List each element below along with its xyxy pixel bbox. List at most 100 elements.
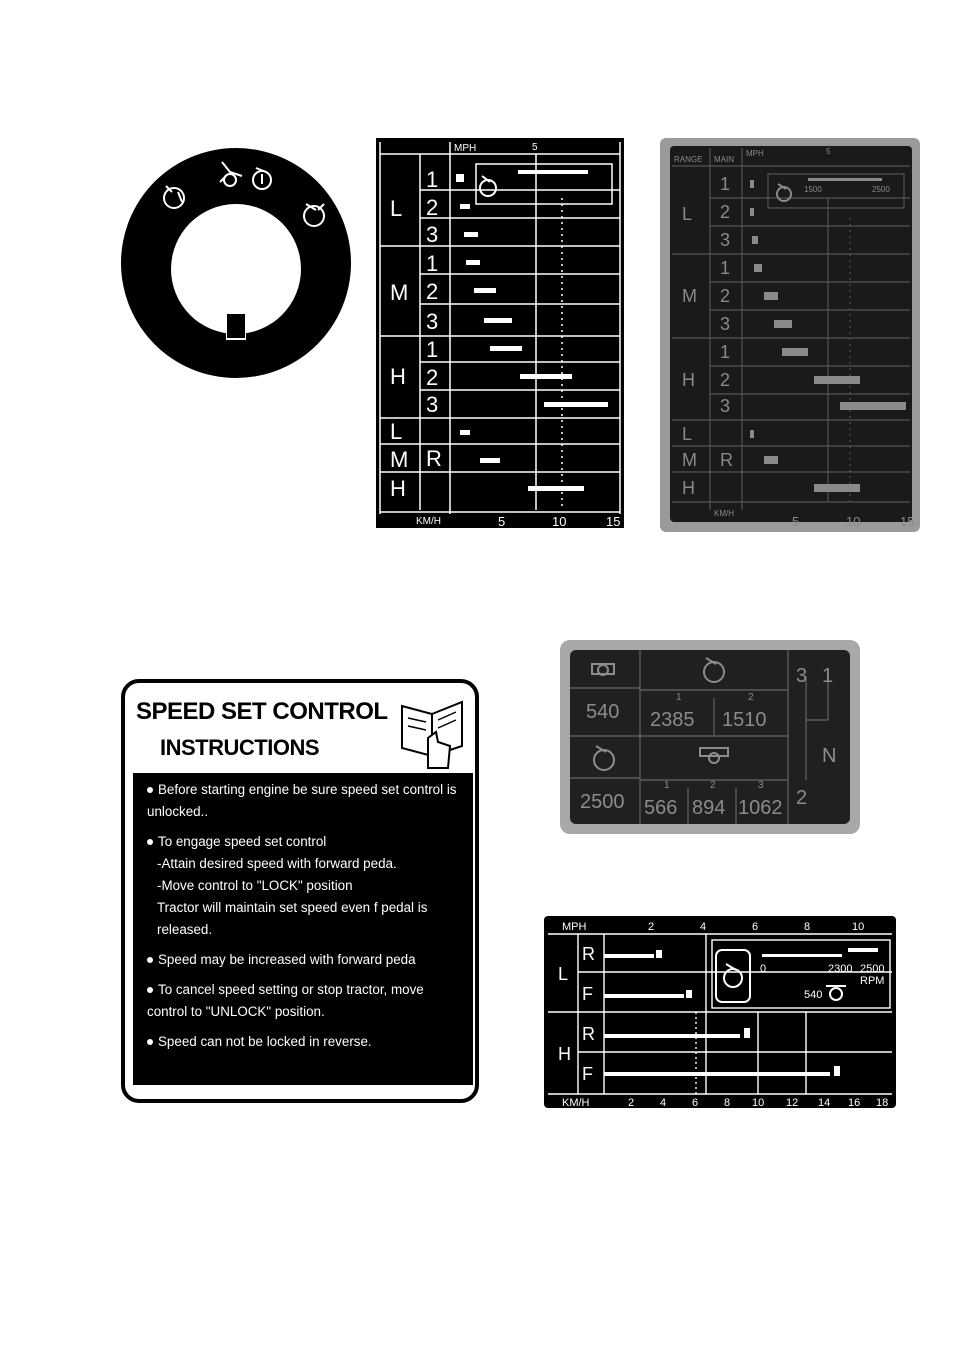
kmh-label: KM/H — [562, 1097, 590, 1108]
kmh-tick: 10 — [552, 514, 566, 528]
instruction-item: To engage speed set control — [147, 831, 463, 853]
gear-3-label: 3 — [426, 222, 438, 247]
instructions-body: Before starting engine be sure speed set… — [133, 773, 473, 1085]
kmh-label: KM/H — [416, 516, 441, 527]
manual-hand-icon — [401, 700, 463, 769]
rpm-zero: 0 — [760, 963, 766, 975]
title-line-1: SPEED SET CONTROL — [136, 698, 388, 725]
pto-icon — [591, 663, 615, 676]
tractor-icon — [219, 161, 243, 187]
rpm-a: 2300 — [828, 963, 852, 975]
gear-1-label: 1 — [426, 337, 438, 362]
shift-label: 2 — [796, 787, 807, 809]
instruction-item: Speed may be increased with forward peda — [147, 949, 463, 971]
instruction-sub-item: -Move control to "LOCK" position — [157, 878, 353, 893]
pto-icon — [826, 985, 846, 1001]
mph-tick: 5 — [826, 147, 831, 156]
kmh-tick: 4 — [660, 1097, 666, 1108]
engine-speed-high-icon — [303, 203, 325, 227]
range-label: L — [390, 419, 402, 444]
pto-rpm: 540 — [586, 701, 619, 723]
engine-icon — [776, 183, 792, 202]
kmh-tick: 6 — [692, 1097, 698, 1108]
engine-speed-mid-icon — [252, 167, 272, 190]
range-label: L — [390, 196, 402, 221]
reverse-label: R — [720, 450, 733, 470]
instruction-sub-item: -Attain desired speed with forward peda. — [157, 856, 397, 871]
engine-icon — [715, 949, 751, 1003]
rpm-unit: RPM — [860, 975, 884, 987]
kmh-tick: 12 — [786, 1097, 798, 1108]
range-label: L — [682, 424, 692, 444]
dir-label: F — [582, 984, 593, 1004]
pto-value: 2385 — [650, 709, 695, 731]
rpm-box — [711, 939, 891, 1009]
engine-icon — [703, 657, 725, 683]
instruction-item: Speed can not be locked in reverse. — [147, 1031, 463, 1053]
gear-3-label: 3 — [426, 309, 438, 334]
mph-tick: 10 — [852, 921, 864, 933]
card-title: SPEED SET CONTROL INSTRUCTIONS — [136, 694, 388, 766]
mph-label: MPH — [454, 143, 476, 154]
mph-label: MPH — [746, 149, 764, 158]
engine-icon — [479, 175, 497, 197]
rpm-box — [475, 163, 613, 205]
dir-label: R — [582, 944, 595, 964]
gear-1-label: 1 — [426, 167, 438, 192]
mph-tick: 8 — [804, 921, 810, 933]
kmh-tick: 15 — [900, 514, 914, 529]
gear-2-label: 2 — [720, 370, 730, 390]
range-label: H — [682, 370, 695, 390]
range-label: H — [558, 1044, 571, 1064]
gear-2-label: 2 — [426, 365, 438, 390]
range-label: H — [390, 364, 406, 389]
kmh-tick: 8 — [724, 1097, 730, 1108]
kmh-label: KM/H — [714, 509, 734, 518]
dir-label: R — [582, 1024, 595, 1044]
rpm-b: 2500 — [860, 963, 884, 975]
kmh-tick: 10 — [846, 514, 860, 529]
shift-label: N — [822, 745, 836, 767]
range-label: M — [390, 447, 408, 472]
gear-col-label: 2 — [710, 780, 716, 791]
mph-label: MPH — [562, 921, 587, 933]
speed-set-instructions-card: SPEED SET CONTROL INSTRUCTIONS Before st… — [118, 676, 488, 1112]
shift-label: 1 — [822, 665, 833, 687]
range-label: M — [390, 280, 408, 305]
range-label: M — [682, 286, 697, 306]
range-label: M — [682, 450, 697, 470]
kmh-tick: 14 — [818, 1097, 830, 1108]
gear-3-label: 3 — [720, 230, 730, 250]
engine-rpm: 2500 — [580, 791, 625, 813]
gear-1-label: 1 — [720, 174, 730, 194]
gear-1-label: 1 — [720, 258, 730, 278]
dir-label: F — [582, 1064, 593, 1084]
range-label: H — [682, 478, 695, 498]
gear-value: 894 — [692, 797, 725, 819]
gear-col-label: 1 — [664, 780, 670, 791]
kmh-tick: 18 — [876, 1097, 888, 1108]
range-speed-chart: R F R F L H MPH 2 4 6 8 10 KM/H 2 4 6 8 … — [544, 916, 896, 1108]
pto-speed-plate: 540 2385 1510 2500 566 894 1062 3 1 N 2 … — [560, 640, 860, 834]
gear-1-label: 1 — [720, 342, 730, 362]
kmh-tick: 15 — [606, 514, 620, 528]
mph-tick: 4 — [700, 921, 706, 933]
mph-tick: 6 — [752, 921, 758, 933]
instruction-item: To cancel speed setting or stop tractor,… — [147, 982, 424, 1019]
range-label: L — [682, 204, 692, 224]
gear-3-label: 3 — [720, 396, 730, 416]
rpm-high: 2500 — [872, 185, 890, 194]
range-header: RANGE — [674, 155, 702, 164]
engine-speed-low-icon — [163, 185, 185, 209]
gear-col-label: 3 — [758, 780, 764, 791]
gear-2-label: 2 — [426, 195, 438, 220]
pto-icon — [699, 747, 729, 764]
gear-2-label: 2 — [720, 286, 730, 306]
speed-chart-a: 1 2 3 1 2 3 1 2 3 L M H L M H R MPH 5 KM… — [376, 138, 624, 528]
gear-2-label: 2 — [426, 279, 438, 304]
pto-col-label: 1 — [676, 692, 682, 703]
range-label: L — [558, 964, 568, 984]
instruction-sub-item: Tractor will maintain set speed even f p… — [157, 900, 428, 937]
range-label: H — [390, 476, 406, 501]
kmh-tick: 10 — [752, 1097, 764, 1108]
